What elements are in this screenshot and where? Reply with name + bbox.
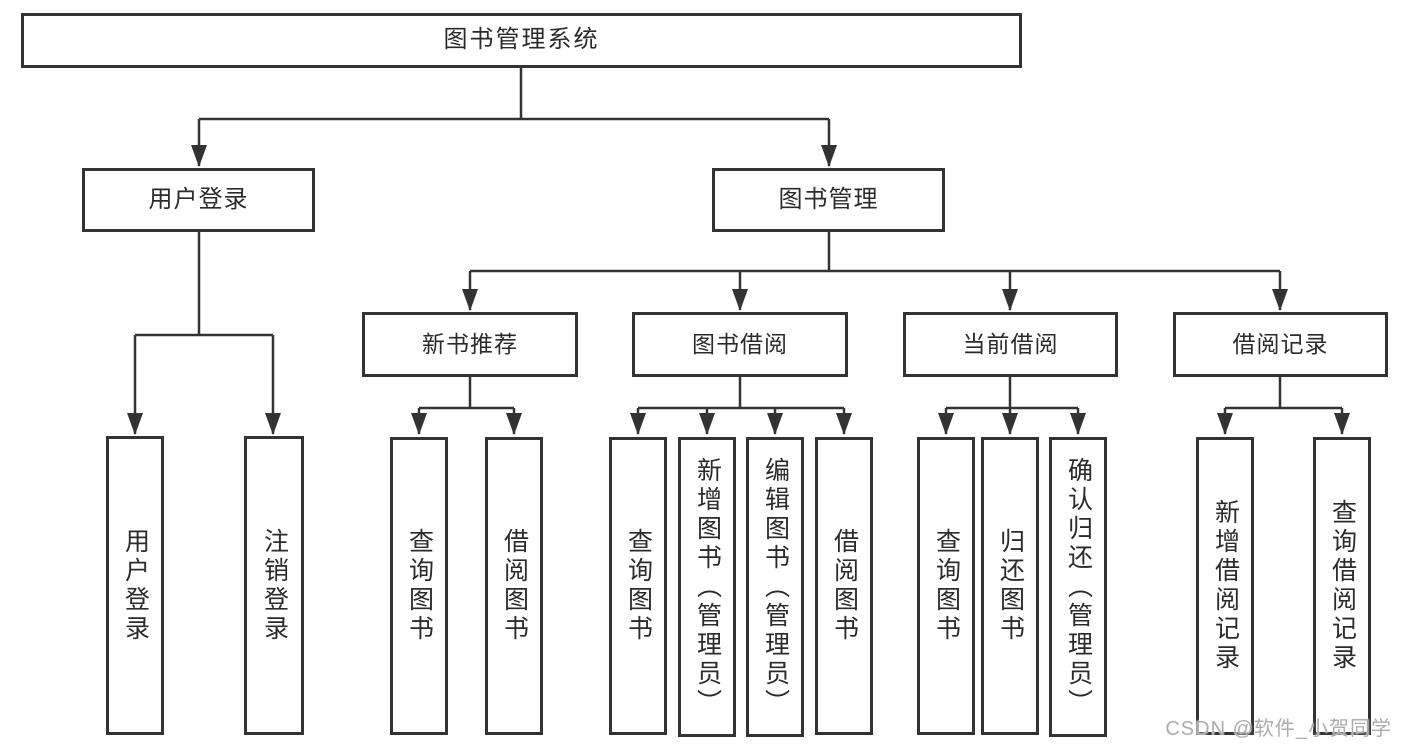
node-label: 查询图书	[624, 528, 653, 644]
node-book-borrowing: 图书借阅	[632, 312, 848, 377]
csdn-watermark: CSDN @软件_小贺同学	[1165, 718, 1392, 740]
node-borrowing-records: 借阅记录	[1173, 312, 1388, 377]
node-new-book-recommendation: 新书推荐	[362, 312, 578, 377]
node-label: 新增借阅记录	[1211, 499, 1240, 673]
node-book-management: 图书管理	[712, 168, 945, 232]
node-label: 新增图书（管理员）	[693, 456, 722, 718]
node-label: 当前借阅	[962, 330, 1059, 357]
leaf-confirm-return-admin: 确认归还（管理员）	[1049, 437, 1107, 737]
node-label: 图书借阅	[692, 330, 788, 357]
node-label: 新书推荐	[422, 330, 518, 357]
node-label: 编辑图书（管理员）	[761, 456, 790, 718]
node-current-borrowing: 当前借阅	[903, 312, 1118, 377]
leaf-add-books-admin: 新增图书（管理员）	[678, 437, 736, 737]
leaf-logout: 注销登录	[244, 436, 304, 735]
node-label: 查询图书	[405, 528, 434, 644]
leaf-borrow-books-1: 借阅图书	[485, 437, 543, 735]
node-label: 图书管理系统	[443, 26, 600, 54]
node-label: 归还图书	[996, 528, 1025, 644]
edge-book-mgmt-branch	[470, 232, 1280, 273]
edge-root-stub	[199, 68, 829, 121]
leaf-query-books-2: 查询图书	[609, 437, 667, 735]
leaf-query-books-1: 查询图书	[390, 437, 448, 735]
leaf-query-books-3: 查询图书	[917, 437, 975, 735]
node-label: 用户登录	[148, 185, 249, 213]
node-label: 图书管理	[778, 185, 879, 213]
leaf-borrow-books-2: 借阅图书	[815, 437, 873, 735]
node-label: 查询图书	[932, 528, 961, 644]
leaf-user-login: 用户登录	[106, 436, 164, 735]
edge-new-book-branch	[419, 377, 514, 410]
node-label: 用户登录	[121, 527, 150, 644]
node-label: 借阅图书	[500, 528, 529, 644]
edge-book-borrow-branch	[638, 377, 844, 410]
node-user-login: 用户登录	[82, 168, 315, 232]
node-label: 查询借阅记录	[1328, 499, 1357, 673]
node-label: 确认归还（管理员）	[1064, 456, 1093, 718]
node-label: 借阅图书	[830, 528, 859, 644]
leaf-add-borrow-record: 新增借阅记录	[1196, 437, 1254, 735]
edge-borrow-records-branch	[1225, 377, 1342, 410]
node-label: 借阅记录	[1232, 330, 1329, 357]
leaf-query-borrow-record: 查询借阅记录	[1313, 437, 1371, 735]
edge-current-borrow-branch	[946, 377, 1078, 410]
leaf-return-books: 归还图书	[981, 437, 1039, 735]
node-label: 注销登录	[260, 527, 289, 644]
node-library-management-system: 图书管理系统	[21, 13, 1022, 68]
leaf-edit-books-admin: 编辑图书（管理员）	[746, 437, 804, 737]
edge-user-login-branch	[135, 232, 273, 337]
